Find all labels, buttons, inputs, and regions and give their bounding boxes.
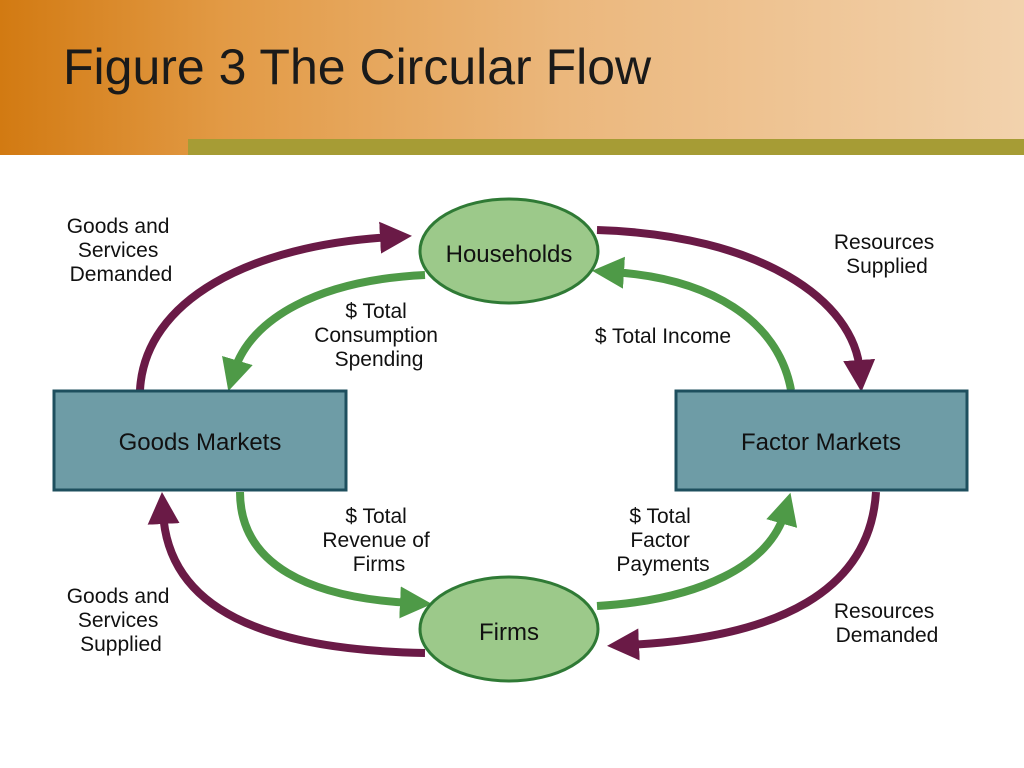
total-revenue-of-firms-label: $ Total Revenue of Firms — [322, 505, 435, 576]
factor-markets-node: Factor Markets — [674, 389, 969, 492]
goods-markets-label: Goods Markets — [119, 429, 282, 456]
households-label: Households — [446, 241, 573, 268]
total-revenue-of-firms-arrow — [236, 491, 432, 619]
resources-supplied-arrow — [596, 226, 876, 392]
firms-label: Firms — [479, 619, 539, 646]
title-banner — [0, 0, 1024, 155]
title-underline-bar — [188, 139, 1024, 155]
goods-services-demanded-label: Goods and Services Demanded — [67, 215, 176, 286]
goods-services-supplied-arrow — [147, 492, 426, 657]
factor-markets-label: Factor Markets — [741, 429, 901, 456]
households-node: Households — [418, 197, 600, 305]
resources-demanded-arrow — [607, 491, 880, 661]
goods-services-demanded-arrow — [136, 221, 412, 391]
total-factor-payments-label: $ Total Factor Payments — [616, 505, 709, 576]
total-income-arrow — [592, 256, 795, 391]
resources-supplied-label: Resources Supplied — [834, 231, 940, 278]
firms-node: Firms — [418, 575, 600, 683]
slide-title: Figure 3 The Circular Flow — [63, 39, 652, 95]
goods-services-supplied-label: Goods and Services Supplied — [67, 585, 176, 656]
resources-demanded-label: Resources Demanded — [834, 600, 940, 647]
goods-markets-node: Goods Markets — [52, 389, 348, 492]
total-factor-payments-arrow — [596, 492, 798, 610]
total-consumption-spending-label: $ Total Consumption Spending — [314, 300, 444, 371]
total-income-label: $ Total Income — [595, 325, 731, 348]
total-consumption-spending-arrow — [222, 271, 426, 392]
